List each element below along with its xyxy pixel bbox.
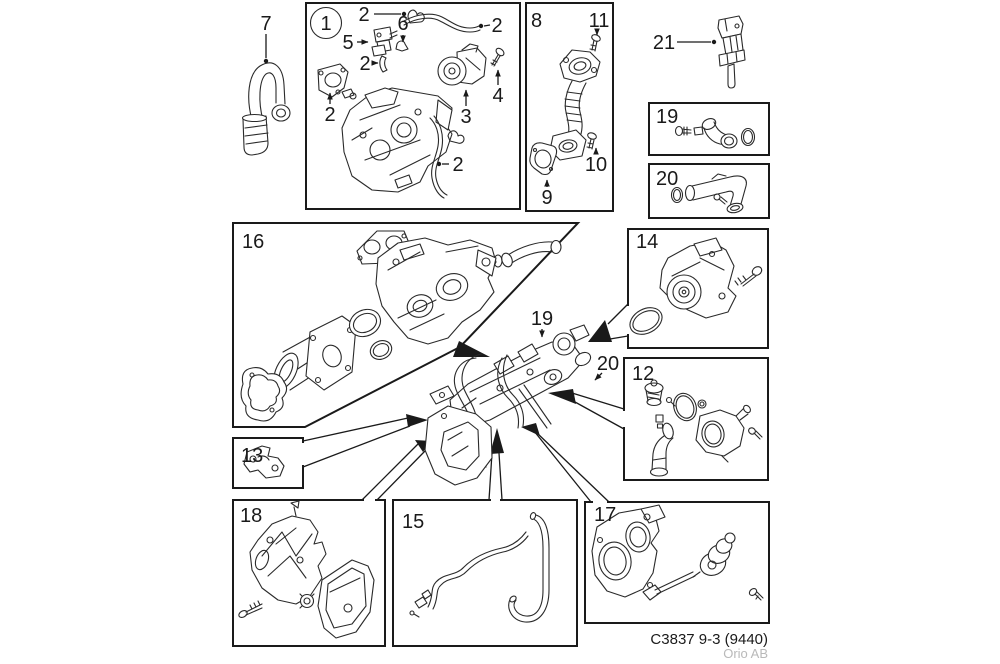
box14-egr-valve-drawing (629, 237, 763, 335)
central-intake-manifold-assembly-drawing (424, 324, 592, 486)
box-label-13: 13 (241, 445, 263, 467)
box-label-17: 17 (594, 504, 616, 526)
box1-egr-cooler-assembly-drawing (309, 6, 505, 199)
part-7-coolant-hose-drawing (241, 62, 291, 156)
box-label-8: 8 (531, 10, 542, 32)
callout-4: 4 (492, 85, 503, 107)
leader-lines (263, 11, 717, 381)
circled-item-1 (309, 6, 343, 40)
box17-throttle-body-drawing (591, 504, 764, 601)
callout-2-hose-bottom: 2 (452, 154, 463, 176)
box-label-12: 12 (632, 363, 654, 385)
arrowhead-from-box14 (588, 320, 612, 342)
arrowhead-from-box15 (490, 428, 504, 454)
callout-2-hose-right: 2 (491, 15, 502, 37)
callout-5: 5 (342, 32, 353, 54)
callout-6: 6 (397, 13, 408, 35)
caption-brand: Orio AB (723, 646, 768, 661)
box20-coolant-pipe-drawing (670, 173, 747, 214)
box19-nipple-kit-drawing (674, 118, 756, 149)
callout-11: 11 (589, 10, 610, 32)
box-label-14: 14 (636, 231, 658, 253)
box-label-20: 20 (656, 168, 678, 190)
panel-boxes (232, 2, 770, 647)
panel-box-1 (305, 2, 521, 210)
callout-20-center: 20 (597, 353, 619, 375)
pointer-wedges (302, 303, 629, 503)
box-label-19: 19 (656, 106, 678, 128)
box-label-18: 18 (240, 505, 262, 527)
figure-caption: C3837 9-3 (9440) Orio AB (650, 631, 768, 661)
callout-19-center: 19 (531, 308, 553, 330)
callout-2-gasket: 2 (324, 104, 335, 126)
box8-egr-pipe-drawing (529, 34, 601, 176)
callout-9: 9 (541, 187, 552, 209)
box16-egr-cooler-kit-drawing (240, 230, 562, 422)
box15-hoses-drawing (409, 512, 550, 623)
panel-box-16 (232, 222, 581, 428)
panel-box-14 (627, 228, 769, 349)
panel-box-20 (648, 163, 770, 219)
panel-box-19 (648, 102, 770, 156)
callout-2-clip-top: 2 (358, 4, 369, 26)
box13-bracket-drawing (243, 445, 285, 479)
box18-flap-housing-kit-drawing (238, 500, 375, 639)
callout-10: 10 (585, 154, 607, 176)
arrowhead-from-box13 (406, 414, 428, 427)
callout-7: 7 (260, 13, 271, 35)
callout-21: 21 (653, 32, 675, 54)
callout-1: 1 (320, 13, 331, 35)
callout-labels: 7 1 2 2 6 5 2 2 3 4 2 8 11 10 9 21 19 20… (240, 4, 678, 533)
panel-box-18 (232, 499, 386, 647)
caption-code: C3837 9-3 (9440) (650, 631, 768, 648)
arrowhead-from-box12 (548, 389, 576, 404)
box12-thermostat-kit-drawing (644, 379, 763, 477)
arrowhead-from-box16 (453, 341, 490, 357)
callout-3: 3 (460, 106, 471, 128)
panel-box-17 (584, 501, 770, 624)
callout-2-hose-mid: 2 (359, 53, 370, 75)
panel-box-15 (392, 499, 578, 647)
part-21-temp-sensor-drawing (717, 15, 746, 89)
panel-box-8 (525, 2, 614, 212)
box-label-16: 16 (242, 231, 264, 253)
arrowhead-from-box17 (521, 423, 540, 436)
box-label-15: 15 (402, 511, 424, 533)
